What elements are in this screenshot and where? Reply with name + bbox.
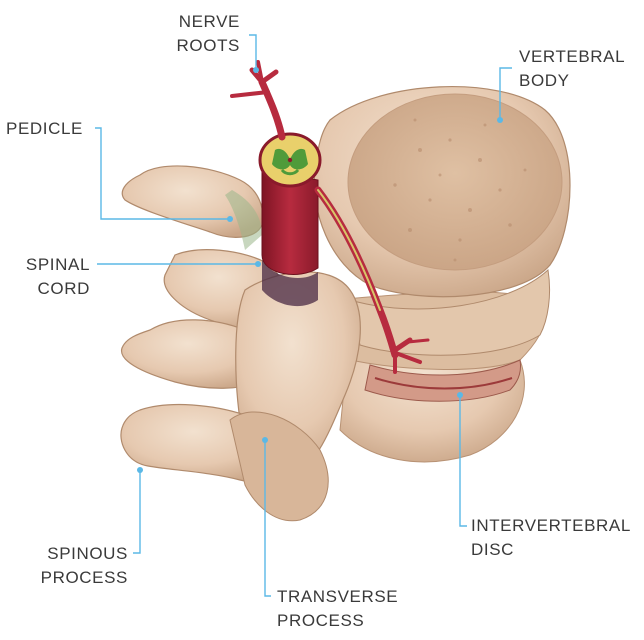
label-spinous-process-line1: SPINOUS — [10, 542, 128, 566]
spinal-cord — [260, 134, 320, 306]
label-intervertebral-disc-line2: DISC — [471, 538, 631, 562]
label-vertebral-body: VERTEBRAL BODY — [519, 45, 625, 93]
label-spinal-cord-line1: SPINAL — [0, 253, 90, 277]
label-transverse-process-line2: PROCESS — [277, 609, 398, 633]
label-spinous-process-line2: PROCESS — [10, 566, 128, 590]
label-vertebral-body-line2: BODY — [519, 69, 625, 93]
label-transverse-process: TRANSVERSE PROCESS — [277, 585, 398, 633]
leader-spinous-process — [133, 470, 140, 553]
label-spinal-cord: SPINAL CORD — [0, 253, 90, 301]
label-intervertebral-disc: INTERVERTEBRAL DISC — [471, 514, 631, 562]
label-nerve-roots: NERVE ROOTS — [150, 10, 240, 58]
label-nerve-roots-line2: ROOTS — [150, 34, 240, 58]
label-vertebral-body-line1: VERTEBRAL — [519, 45, 625, 69]
label-intervertebral-disc-line1: INTERVERTEBRAL — [471, 514, 631, 538]
label-pedicle: PEDICLE — [6, 117, 83, 141]
label-pedicle-line1: PEDICLE — [6, 117, 83, 141]
label-transverse-process-line1: TRANSVERSE — [277, 585, 398, 609]
label-nerve-roots-line1: NERVE — [150, 10, 240, 34]
leader-nerve-roots — [249, 35, 256, 70]
label-spinous-process: SPINOUS PROCESS — [10, 542, 128, 590]
label-spinal-cord-line2: CORD — [0, 277, 90, 301]
